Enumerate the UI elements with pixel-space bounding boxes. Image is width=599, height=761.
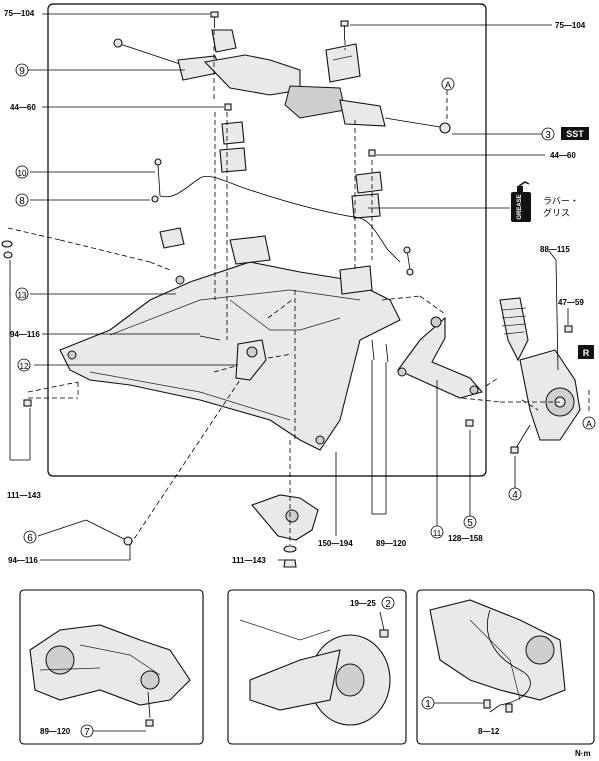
callout-13: 13 — [18, 291, 27, 300]
torque-75-104-left: 75—104 — [4, 9, 35, 18]
unit-label: N·m — [575, 749, 591, 758]
callout-13-circle — [15, 287, 29, 301]
inset-panel-left — [19, 589, 204, 745]
torque-111-143-left: 111—143 — [7, 491, 41, 500]
inset-right-illustration — [429, 599, 566, 713]
grease-note-line2: グリス — [543, 207, 570, 219]
left-nut — [23, 399, 32, 407]
callout-10: 10 — [18, 169, 27, 178]
top-right-bolt-icon — [340, 20, 349, 40]
bolt-94-116-mid — [199, 335, 221, 341]
inset-middle-illustration — [239, 611, 391, 726]
left-washer — [1, 240, 13, 248]
callout-10-circle — [15, 165, 29, 179]
callout-9: 9 — [19, 66, 25, 77]
callout-4-circle — [508, 487, 522, 501]
callout-1: 1 — [425, 699, 431, 710]
callout-A-right-circle — [582, 416, 596, 430]
leader-lines — [9, 13, 569, 561]
sst-badge-label: SST — [566, 129, 584, 139]
nut-47-59 — [564, 325, 573, 333]
callout-3: 3 — [545, 130, 551, 141]
lower-arm-nut — [465, 419, 474, 427]
callout-5: 5 — [467, 518, 473, 529]
torque-94-116-low: 94—116 — [8, 556, 38, 565]
r-badge-label: R — [583, 348, 590, 358]
grease-can-text: GREASE — [517, 194, 523, 219]
callout-7: 7 — [84, 727, 90, 738]
callout-11: 11 — [433, 529, 442, 538]
right-rack-bushing — [351, 149, 383, 219]
torque-128-158: 128—158 — [448, 534, 483, 543]
steering-gear-assembly — [113, 29, 451, 134]
bolt-6 — [85, 519, 127, 541]
torque-89-120: 89—120 — [376, 539, 407, 548]
stabilizer-bar — [151, 158, 414, 276]
torque-94-116-mid: 94—116 — [10, 330, 40, 339]
callout-5-circle — [463, 515, 477, 529]
callout-8: 8 — [19, 196, 25, 207]
torque-88-115: 88—115 — [540, 245, 570, 254]
main-frame — [47, 3, 487, 477]
alignment-dashes — [7, 30, 590, 546]
torque-44-60-left: 44—60 — [10, 103, 36, 112]
callout-8-circle — [15, 193, 29, 207]
callout-2-circle — [381, 596, 395, 610]
top-left-bolt-icon — [210, 11, 219, 28]
r-badge — [578, 345, 594, 359]
front-crossmember — [59, 227, 401, 451]
inset-panel-middle — [227, 589, 407, 745]
callout-11-circle — [430, 525, 444, 539]
inset-panel-right — [416, 589, 595, 745]
torque-8-12: 8—12 — [478, 727, 500, 736]
callout-A-top-circle — [441, 77, 455, 91]
callout-9-circle — [15, 63, 29, 77]
lower-arm — [397, 316, 483, 399]
torque-111-143-mid: 111—143 — [232, 556, 266, 565]
callout-A-right: A — [586, 419, 592, 429]
callout-2: 2 — [385, 599, 391, 610]
left-washer-2 — [3, 251, 13, 259]
nut-94-116 — [123, 536, 133, 546]
sst-badge — [561, 127, 589, 140]
torque-19-25: 19—25 — [350, 599, 376, 608]
torque-47-59: 47—59 — [558, 298, 584, 307]
callout-4: 4 — [512, 490, 518, 501]
torque-150-194: 150—194 — [318, 539, 353, 548]
callout-6: 6 — [27, 533, 33, 544]
callout-6-circle — [23, 530, 37, 544]
callout-A-top: A — [445, 80, 451, 90]
no12-mount — [235, 339, 267, 381]
left-rack-bushing — [219, 103, 247, 173]
lower-mount-bracket — [251, 494, 319, 568]
grease-note-line1: ラバー・ — [543, 196, 579, 207]
callout-12: 12 — [20, 362, 29, 371]
torque-75-104-right: 75—104 — [555, 21, 586, 30]
callout-3-circle — [541, 127, 555, 141]
callout-12-circle — [17, 358, 31, 372]
torque-89-120-inset: 89—120 — [40, 727, 71, 736]
torque-44-60-right: 44—60 — [550, 151, 576, 160]
inset-left-illustration — [29, 624, 191, 727]
grease-can-icon — [511, 181, 531, 222]
